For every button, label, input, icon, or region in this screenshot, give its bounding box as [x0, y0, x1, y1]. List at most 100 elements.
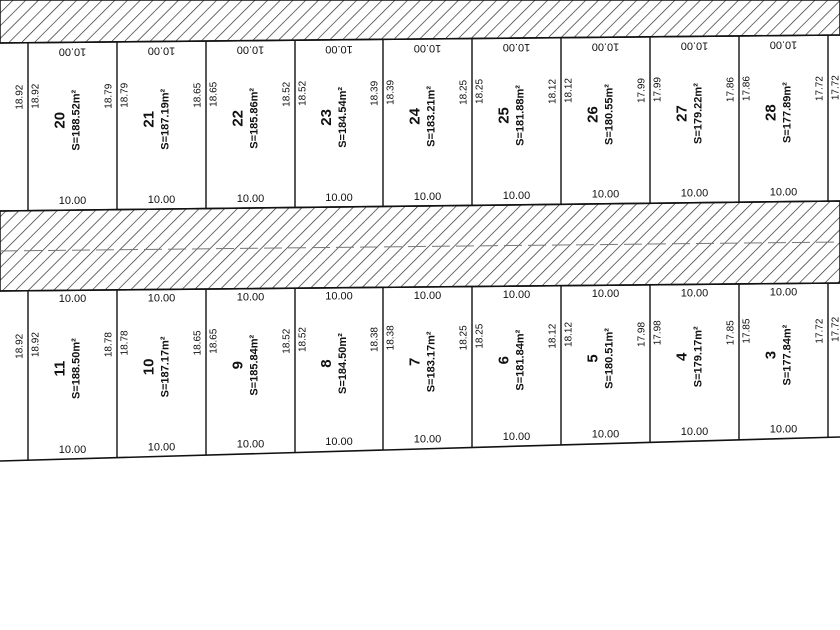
lot-side-length-left: 18.92: [31, 83, 42, 108]
lot-area: S=183.17m²: [425, 331, 437, 392]
lot-front-length: 10.00: [59, 293, 87, 305]
lot-number: 26: [584, 106, 601, 123]
lot-rear-length: 10.00: [237, 193, 265, 205]
lot-area: S=184.54m²: [337, 87, 349, 148]
lot-front-length: 10.00: [770, 286, 798, 298]
lot-side-length-right: 18.38: [370, 327, 381, 352]
lot-front-length: 10.00: [681, 287, 709, 299]
lot-side-length-right: 18.39: [370, 80, 381, 105]
lot-number: 20: [51, 112, 68, 129]
lot-area: S=188.50m²: [70, 338, 82, 399]
lot-number: 27: [673, 105, 690, 122]
lot-partial: 17.72: [831, 75, 840, 100]
lot-side-length-left: 18.39: [386, 79, 397, 104]
lot-side-length-right: 17.98: [637, 322, 648, 347]
lot-front-length: 10.00: [503, 289, 531, 301]
lot-area: S=181.88m²: [514, 85, 526, 146]
top-road-hatch: [0, 0, 840, 44]
lot-front-length: 10.00: [325, 43, 353, 55]
lot-side-length-right: 18.25: [459, 325, 470, 350]
lot-side-length-left: 18.52: [298, 80, 309, 105]
lot-rear-length: 10.00: [592, 429, 620, 441]
lot-rear-length: 10.00: [59, 195, 87, 207]
lot-side-length-left: 18.25: [475, 323, 486, 348]
lot-rear-length: 10.00: [59, 444, 87, 456]
lot-front-length: 10.00: [148, 45, 176, 57]
lot-rear-length: 10.00: [503, 190, 531, 202]
lot-area: S=187.19m²: [159, 89, 171, 150]
lot-rear-length: 10.00: [237, 439, 265, 451]
lot-partial: 17.72: [831, 316, 840, 341]
lot-side-length-left: 17.72: [831, 75, 840, 100]
road-centerline: [0, 241, 840, 252]
lot-side-length-right: 18.65: [193, 330, 204, 355]
lot-side-length-right: 17.86: [726, 77, 737, 102]
lot-side-length-left: 18.12: [564, 322, 575, 347]
lot-side-length-right: 18.12: [548, 323, 559, 348]
lot-number: 24: [406, 107, 423, 124]
lot-rear-length: 10.00: [325, 436, 353, 448]
lot-area: S=180.55m²: [603, 84, 615, 145]
lot-number: 6: [495, 356, 512, 364]
lot-number: 8: [318, 359, 335, 367]
lot-rear-length: 10.00: [414, 191, 442, 203]
lot-area: S=187.17m²: [159, 336, 171, 397]
lot-rear-length: 10.00: [414, 434, 442, 446]
lot-number: 25: [495, 107, 512, 124]
lot-side-length-right: 18.12: [548, 79, 559, 104]
lot-row-top-edge: [0, 282, 840, 292]
lot-number: 7: [406, 358, 423, 366]
lot-number: 28: [762, 104, 779, 121]
lot-side-length-left: 18.25: [475, 79, 486, 104]
lot-number: 21: [140, 111, 157, 128]
lot-side-length-left: 18.65: [209, 328, 220, 353]
lot-rear-length: 10.00: [681, 426, 709, 438]
lot-row-bottom-edge: [0, 436, 840, 462]
lot-area: S=177.84m²: [781, 324, 793, 385]
lot-front-length: 10.00: [592, 288, 620, 300]
lot-area: S=185.86m²: [248, 88, 260, 149]
lot-area: S=188.52m²: [70, 89, 82, 150]
lot-front-length: 10.00: [325, 291, 353, 303]
lot-rear-length: 10.00: [325, 192, 353, 204]
lot-side-length-left: 18.79: [120, 82, 131, 107]
lot-side-length-right: 18.92: [15, 333, 26, 358]
lot-number: 3: [762, 351, 779, 359]
lot-rear-length: 10.00: [681, 188, 709, 200]
lot-side-length-right: 18.25: [459, 79, 470, 104]
lot-row-top-edge: [0, 34, 840, 44]
lot-front-length: 10.00: [237, 44, 265, 56]
lot-rear-length: 10.00: [770, 424, 798, 436]
lot-area: S=179.17m²: [692, 326, 704, 387]
bottom-lot-row: S=189.84m²18.9211S=188.50m²18.9218.7810.…: [0, 282, 840, 462]
lot-number: 10: [140, 359, 157, 376]
lot-area: S=185.84m²: [248, 334, 260, 395]
lot-area: S=180.51m²: [603, 328, 615, 389]
lot-rear-length: 10.00: [592, 189, 620, 201]
lot-area: S=184.50m²: [337, 333, 349, 394]
lot-side-length-left: 17.99: [653, 77, 664, 102]
lot-front-length: 10.00: [503, 41, 531, 53]
lot-area: S=181.84m²: [514, 329, 526, 390]
lot-front-length: 10.00: [414, 290, 442, 302]
lot-front-length: 10.00: [414, 42, 442, 54]
lot-number: 11: [51, 361, 68, 377]
lot-side-length-left: 18.65: [209, 81, 220, 106]
lot-side-length-right: 18.92: [15, 84, 26, 109]
